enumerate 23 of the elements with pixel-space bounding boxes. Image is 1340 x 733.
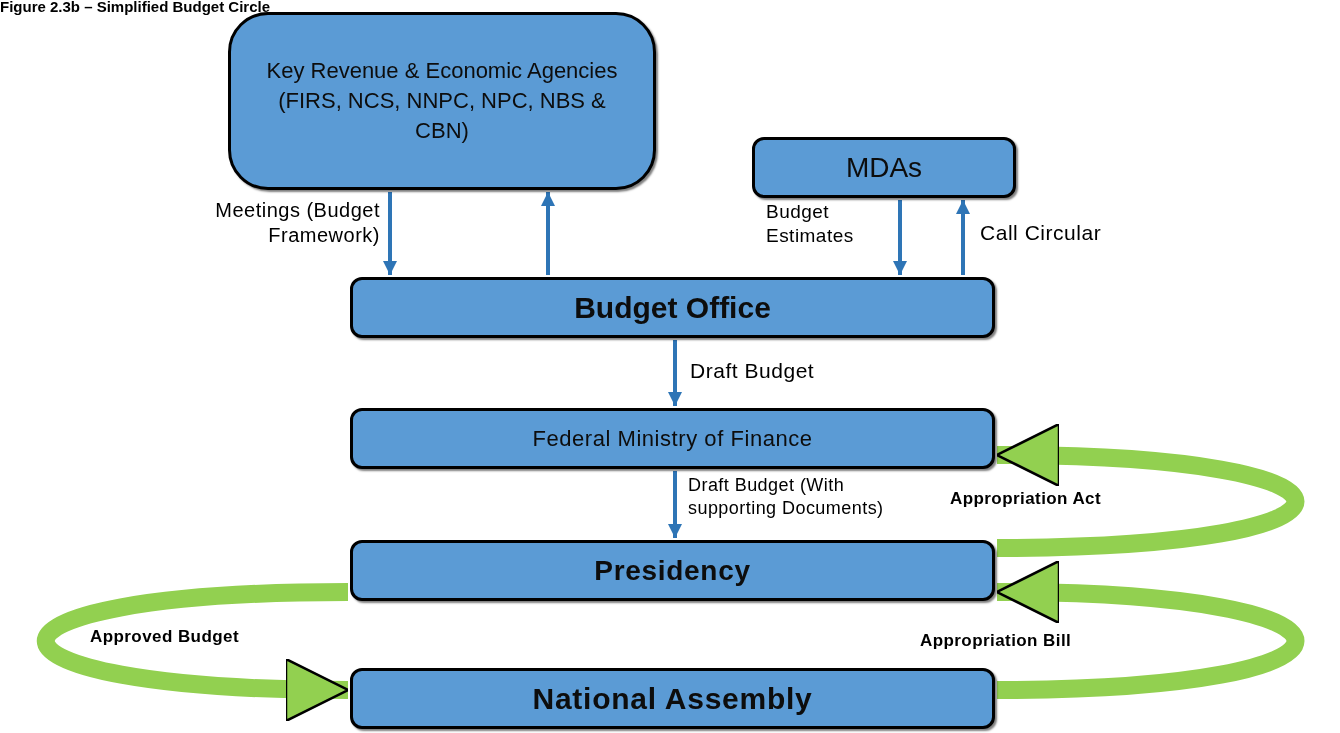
process-box: Budget Office xyxy=(350,277,995,338)
arrow xyxy=(893,200,907,275)
curved-arrow xyxy=(995,424,1303,557)
edge-label: Appropriation Act xyxy=(950,488,1102,510)
edge-label: Budget Estimates xyxy=(766,200,855,248)
process-box: MDAs xyxy=(752,137,1016,198)
edge-label: Approved Budget xyxy=(90,626,239,648)
curved-arrow xyxy=(995,561,1303,699)
process-box: Presidency xyxy=(350,540,995,601)
arrow xyxy=(668,471,682,538)
arrow xyxy=(668,340,682,406)
arrow xyxy=(383,192,397,275)
edge-label: Draft Budget (With supporting Documents) xyxy=(688,474,885,519)
process-box: National Assembly xyxy=(350,668,995,729)
process-box: Key Revenue & Economic Agencies (FIRS, NCS, NNPC, NPC, NBS & CBN) xyxy=(228,12,656,190)
process-box: Federal Ministry of Finance xyxy=(350,408,995,469)
arrow xyxy=(956,200,970,275)
edge-label: Meetings (Budget Framework) xyxy=(214,198,380,248)
edge-label: Draft Budget xyxy=(690,358,815,384)
curved-arrow xyxy=(38,583,350,721)
edge-label: Appropriation Bill xyxy=(920,630,1072,652)
edge-label: Call Circular xyxy=(980,220,1102,246)
arrow xyxy=(541,192,555,275)
